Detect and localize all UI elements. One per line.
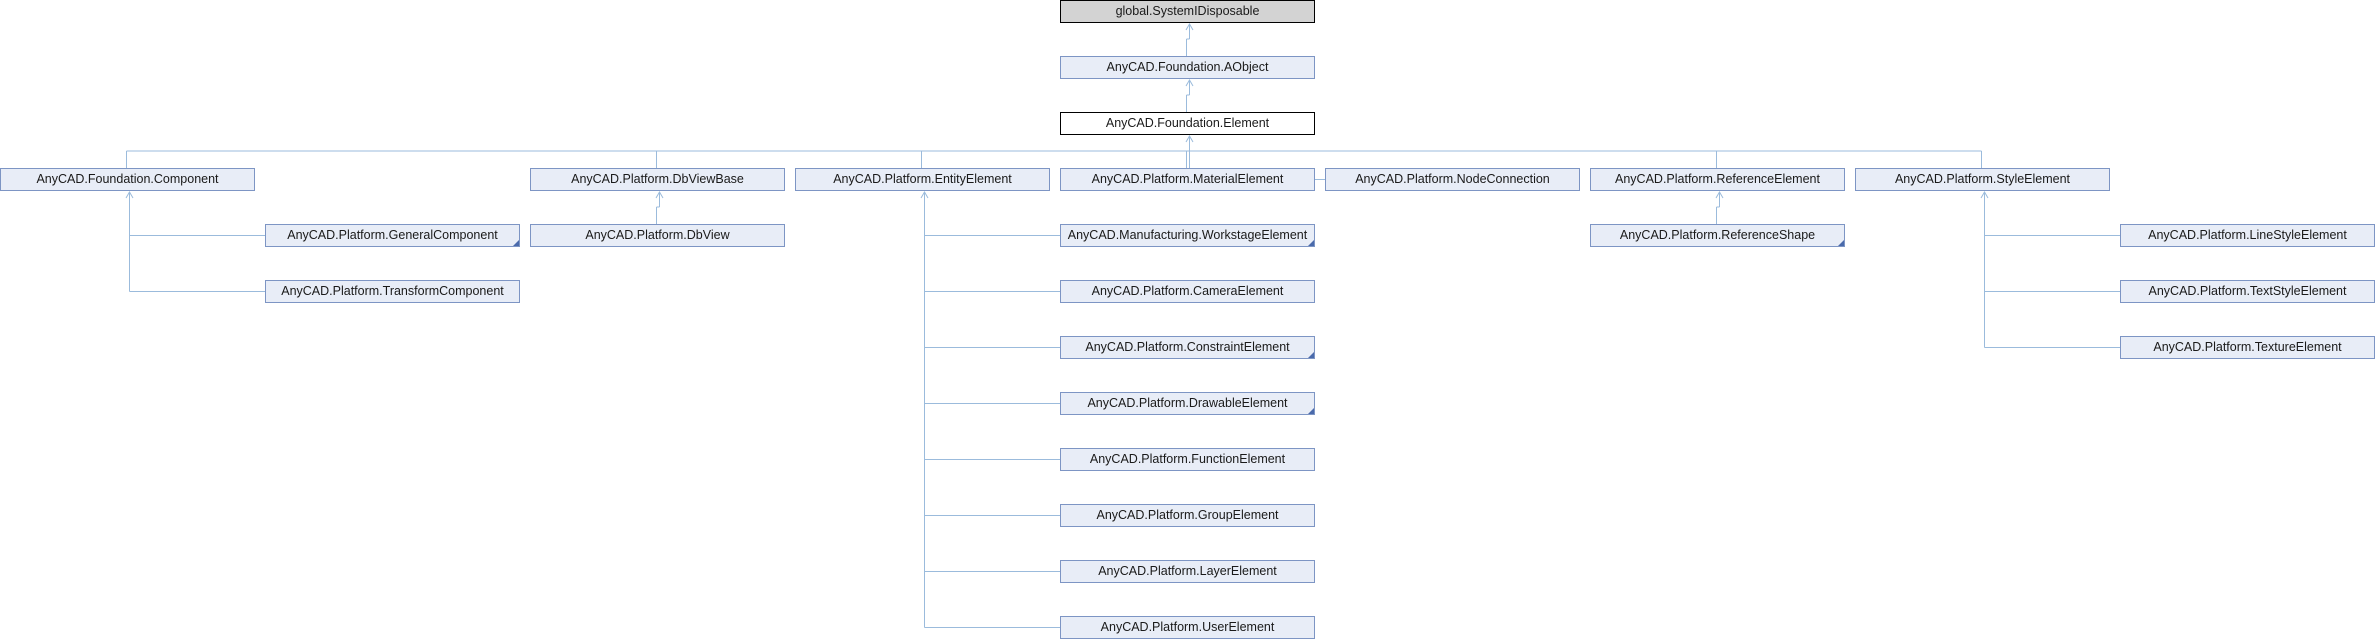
class-node-general[interactable]: AnyCAD.Platform.GeneralComponent [265,224,520,247]
class-node-transform[interactable]: AnyCAD.Platform.TransformComponent [265,280,520,303]
inheritance-arrowhead [1185,23,1194,31]
inheritance-arrowhead [655,191,664,199]
class-node-user[interactable]: AnyCAD.Platform.UserElement [1060,616,1315,639]
class-node-nodeconn[interactable]: AnyCAD.Platform.NodeConnection [1325,168,1580,191]
more-subclasses-icon [1308,408,1314,414]
class-node-element[interactable]: AnyCAD.Foundation.Element [1060,112,1315,135]
class-node-constraint[interactable]: AnyCAD.Platform.ConstraintElement [1060,336,1315,359]
class-node-reference[interactable]: AnyCAD.Platform.ReferenceElement [1590,168,1845,191]
class-node-camera[interactable]: AnyCAD.Platform.CameraElement [1060,280,1315,303]
class-node-disposable[interactable]: global.SystemIDisposable [1060,0,1315,23]
class-node-layer[interactable]: AnyCAD.Platform.LayerElement [1060,560,1315,583]
class-node-dbviewbase[interactable]: AnyCAD.Platform.DbViewBase [530,168,785,191]
inheritance-arrowhead [1715,191,1724,199]
inheritance-arrowhead [1185,79,1194,87]
class-node-style[interactable]: AnyCAD.Platform.StyleElement [1855,168,2110,191]
inheritance-arrowhead [1980,191,1989,199]
class-node-group[interactable]: AnyCAD.Platform.GroupElement [1060,504,1315,527]
class-node-texture[interactable]: AnyCAD.Platform.TextureElement [2120,336,2375,359]
class-node-material[interactable]: AnyCAD.Platform.MaterialElement [1060,168,1315,191]
class-node-workstage[interactable]: AnyCAD.Manufacturing.WorkstageElement [1060,224,1315,247]
inheritance-arrowhead [1185,135,1194,143]
class-node-linestyle[interactable]: AnyCAD.Platform.LineStyleElement [2120,224,2375,247]
class-node-function[interactable]: AnyCAD.Platform.FunctionElement [1060,448,1315,471]
class-node-textstyle[interactable]: AnyCAD.Platform.TextStyleElement [2120,280,2375,303]
more-subclasses-icon [1308,240,1314,246]
more-subclasses-icon [513,240,519,246]
class-node-refshape[interactable]: AnyCAD.Platform.ReferenceShape [1590,224,1845,247]
class-node-aobject[interactable]: AnyCAD.Foundation.AObject [1060,56,1315,79]
class-node-dbview[interactable]: AnyCAD.Platform.DbView [530,224,785,247]
more-subclasses-icon [1308,352,1314,358]
class-node-component[interactable]: AnyCAD.Foundation.Component [0,168,255,191]
inheritance-arrowhead [920,191,929,199]
inheritance-arrowhead [125,191,134,199]
class-node-drawable[interactable]: AnyCAD.Platform.DrawableElement [1060,392,1315,415]
class-node-entity[interactable]: AnyCAD.Platform.EntityElement [795,168,1050,191]
more-subclasses-icon [1838,240,1844,246]
